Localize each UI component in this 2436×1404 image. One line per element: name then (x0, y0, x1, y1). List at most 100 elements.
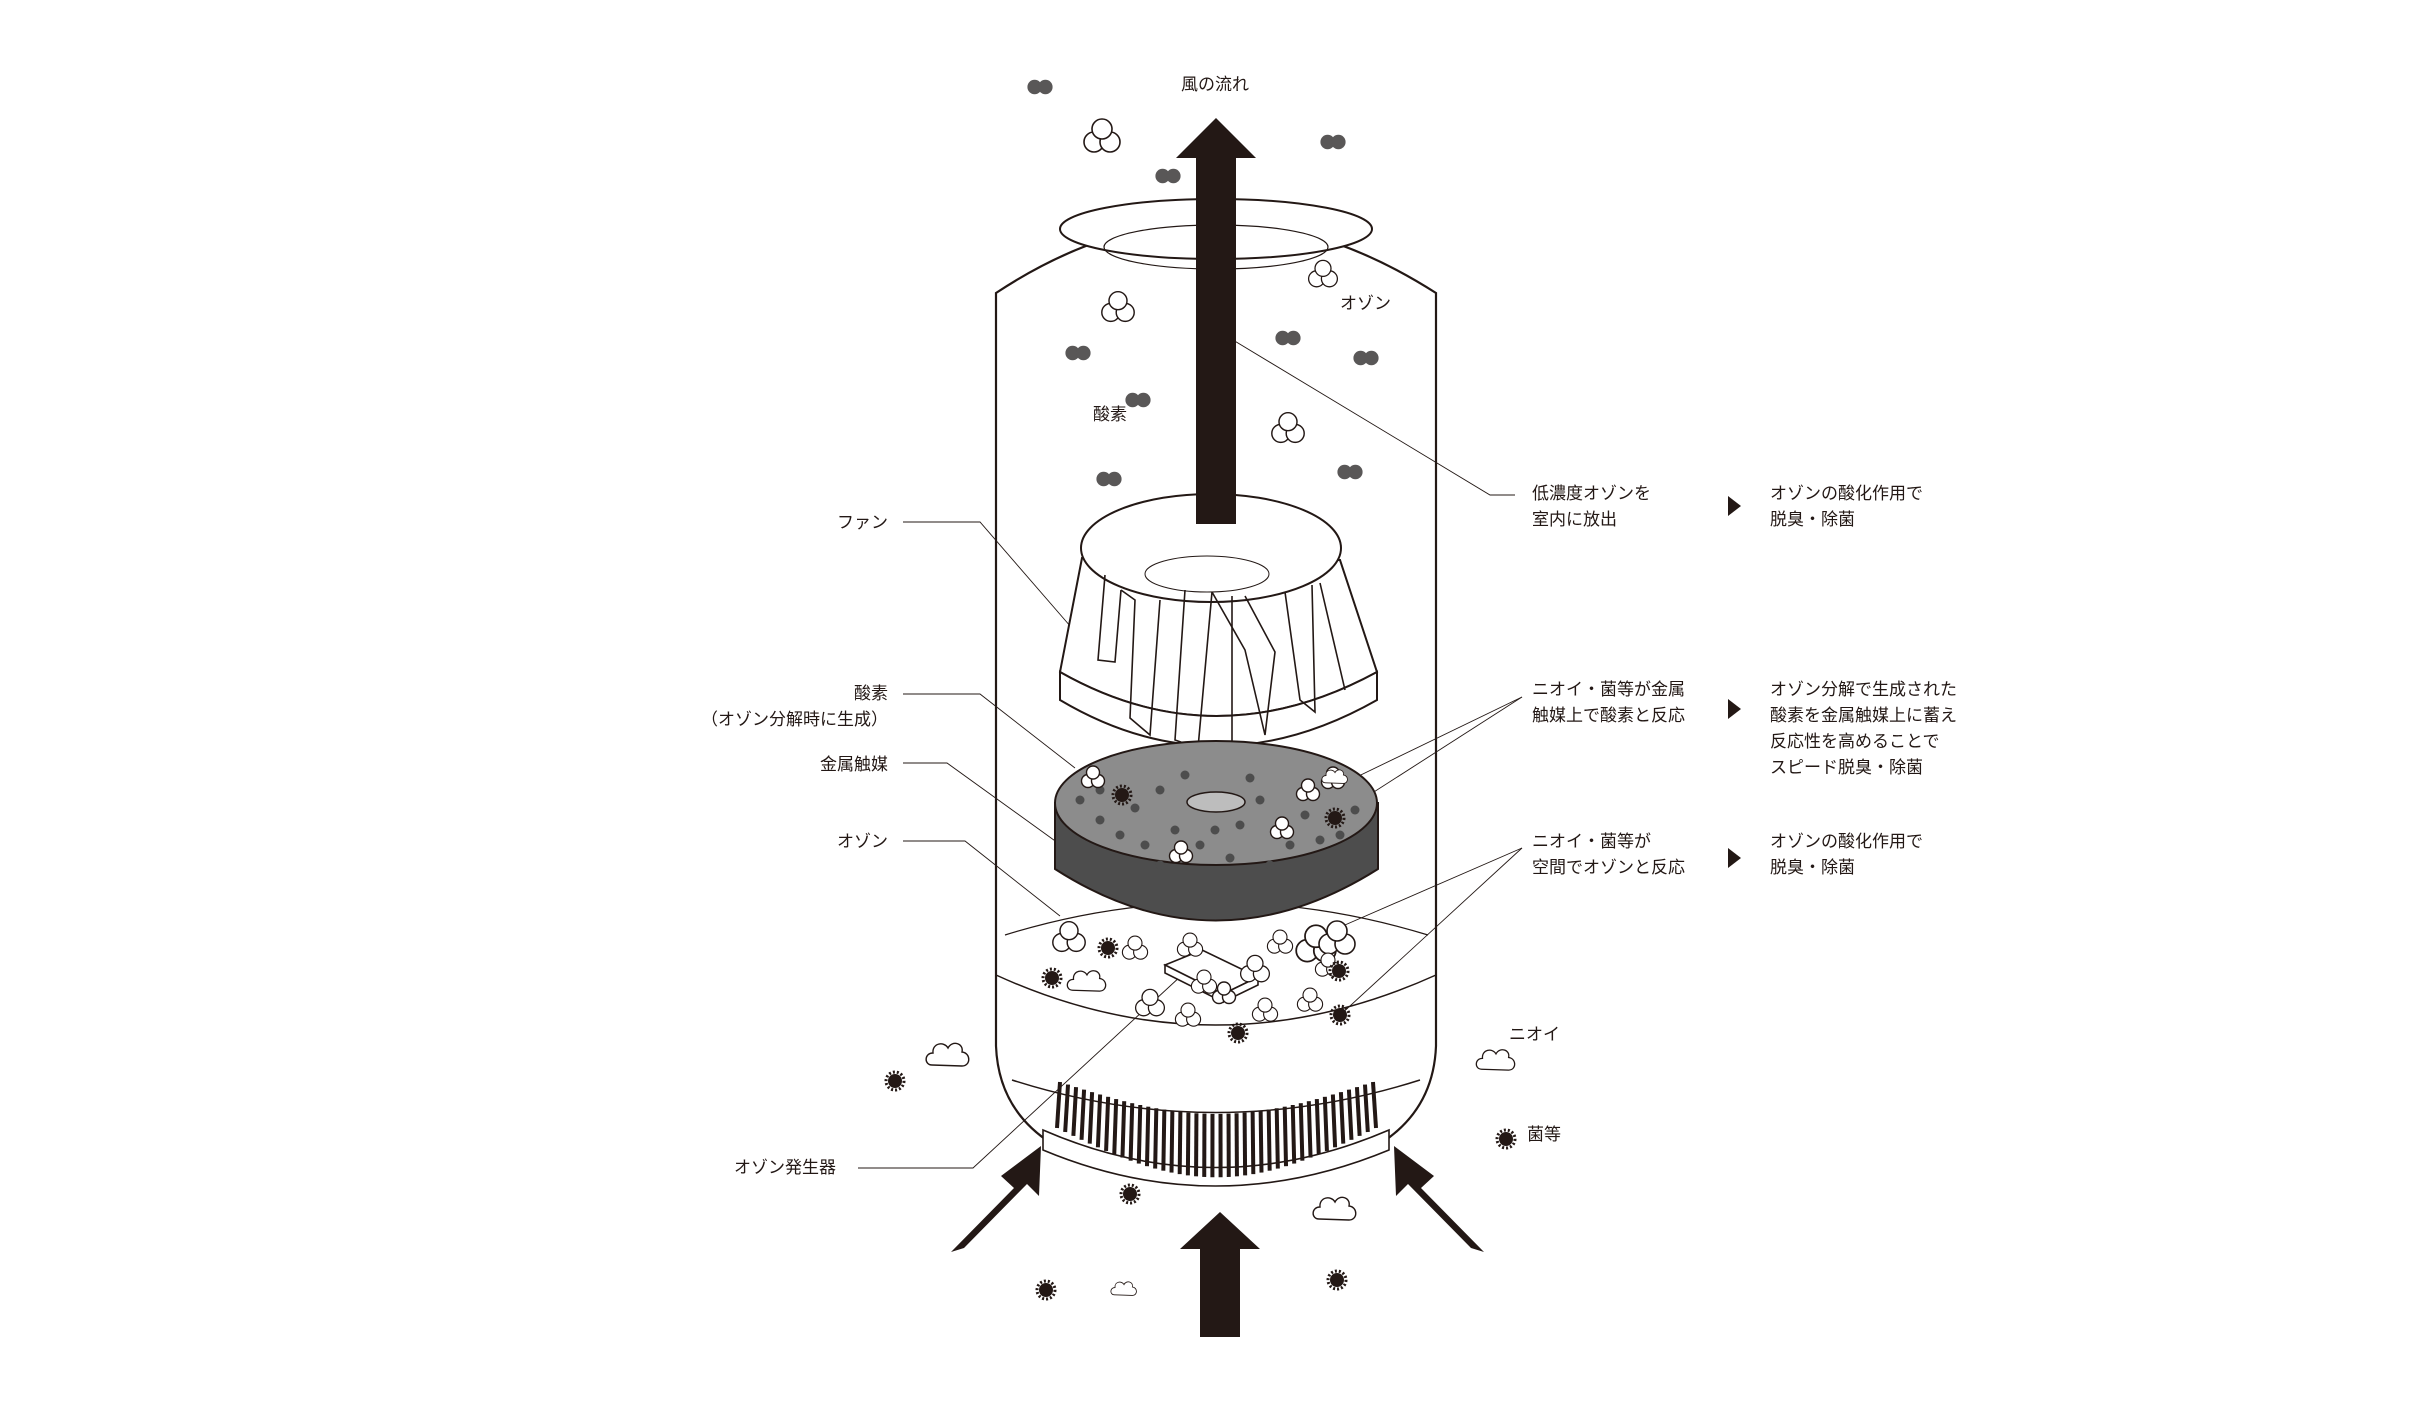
annotation-line: 空間でオゾンと反応 (1532, 855, 1685, 881)
bacteria-icon (1497, 1130, 1515, 1148)
vent-slit (1106, 1097, 1108, 1151)
catalyst-speck (1156, 861, 1165, 870)
fan-illustration (1060, 494, 1377, 748)
odor-cloud-icon (1111, 1282, 1137, 1296)
bacteria-icon (1121, 1185, 1139, 1203)
vent-slit (1269, 1110, 1270, 1171)
annotation-line: 反応性を高めることで (1770, 729, 1957, 755)
vent-slit (1373, 1082, 1376, 1128)
catalyst-speck (1316, 836, 1325, 845)
annotation-line: オゾンの酸化作用で (1770, 481, 1923, 507)
catalyst-speck (1096, 816, 1105, 825)
annotation-line: 室内に放出 (1532, 507, 1651, 533)
vent-slit (1301, 1103, 1303, 1161)
triangle-right-icon (1728, 496, 1741, 868)
catalyst-speck (1336, 831, 1345, 840)
oxygen-molecule-icon (1155, 169, 1180, 183)
vent-slit (1090, 1092, 1092, 1144)
annotation-1-result: オゾンの酸化作用で 脱臭・除菌 (1770, 481, 1923, 533)
ozone-molecule-icon (1053, 922, 1085, 952)
ozone-molecule-icon (1252, 998, 1277, 1021)
odor-cloud-icon (1313, 1197, 1356, 1220)
ozone-molecule-icon (1102, 292, 1134, 322)
oxygen-molecule-icon (1096, 472, 1121, 486)
oxygen-label-top: 酸素 (1093, 402, 1127, 428)
airflow-label: 風の流れ (1181, 72, 1249, 98)
catalyst-speck (1181, 771, 1190, 780)
catalyst-speck (1226, 854, 1235, 863)
vent-slit (1293, 1105, 1294, 1164)
vent-slit (1285, 1107, 1286, 1166)
ozone-label-side: オゾン (837, 829, 888, 855)
bacteria-icon (1331, 1006, 1349, 1024)
catalyst-speck (1171, 826, 1180, 835)
vent-slit (1139, 1105, 1140, 1164)
oxygen-label-side: 酸素 （オゾン分解時に生成） (701, 681, 888, 733)
catalyst-speck (1301, 811, 1310, 820)
annotation-3-reason: ニオイ・菌等が 空間でオゾンと反応 (1532, 829, 1685, 881)
ozone-molecule-icon (1267, 930, 1292, 953)
annotation-3-result: オゾンの酸化作用で 脱臭・除菌 (1770, 829, 1923, 881)
bacteria-icon (1037, 1281, 1055, 1299)
fan-label: ファン (837, 510, 888, 536)
ozone-molecule-icon (1175, 1003, 1200, 1026)
catalyst-speck (1131, 804, 1140, 813)
vent-slit (1365, 1085, 1368, 1132)
catalyst-speck (1266, 861, 1275, 870)
ozone-molecule-icon (1177, 933, 1202, 956)
annotation-line: 酸素を金属触媒上に蓄え (1770, 703, 1957, 729)
odor-cloud-icon (1067, 971, 1105, 991)
vent-slit (1073, 1087, 1076, 1136)
ozone-molecule-icon (1319, 921, 1355, 954)
catalyst-speck (1351, 806, 1360, 815)
vent-slit (1122, 1101, 1124, 1157)
oxygen-molecule-icon (1353, 351, 1378, 365)
vent-slit (1317, 1099, 1319, 1154)
vent-slit (1172, 1111, 1173, 1173)
vent-slit (1357, 1087, 1360, 1136)
catalyst-speck (1211, 826, 1220, 835)
oxygen-molecule-icon (1337, 465, 1362, 479)
vent-slit (1349, 1090, 1352, 1140)
generator-label: オゾン発生器 (734, 1155, 836, 1181)
oxygen-side-note: （オゾン分解時に生成） (701, 707, 888, 733)
catalyst-speck (1196, 841, 1205, 850)
catalyst-speck (1156, 786, 1165, 795)
catalyst-label: 金属触媒 (820, 752, 888, 778)
bacteria-icon (886, 1072, 904, 1090)
ozone-molecule-icon (1122, 936, 1147, 959)
annotation-2-reason: ニオイ・菌等が金属 触媒上で酸素と反応 (1532, 677, 1685, 729)
annotation-line: ニオイ・菌等が金属 (1532, 677, 1685, 703)
vent-slit (1098, 1095, 1100, 1148)
bacteria-icon (1099, 939, 1117, 957)
ozone-molecule-icon (1241, 955, 1270, 981)
vent-slit (1082, 1090, 1085, 1140)
catalyst-speck (1236, 821, 1245, 830)
annotation-line: 触媒上で酸素と反応 (1532, 703, 1685, 729)
vent-slit (1309, 1101, 1311, 1157)
annotation-1-reason: 低濃度オゾンを 室内に放出 (1532, 481, 1651, 533)
ozone-molecule-icon (1272, 413, 1304, 443)
odor-cloud-icon (926, 1043, 969, 1066)
vent-slit (1180, 1112, 1181, 1174)
vent-slit (1114, 1099, 1116, 1154)
ozone-molecule-icon (1084, 119, 1120, 152)
vent-slit (1261, 1111, 1262, 1173)
bacteria-label: 菌等 (1527, 1122, 1561, 1148)
oxygen-molecule-icon (1027, 80, 1052, 94)
vent-slit (1277, 1108, 1278, 1168)
catalyst-speck (1141, 841, 1150, 850)
annotation-line: オゾンの酸化作用で (1770, 829, 1923, 855)
oxygen-side-title: 酸素 (701, 681, 888, 707)
catalyst-speck (1246, 774, 1255, 783)
ozone-molecule-icon (1136, 989, 1165, 1015)
vent-slit (1155, 1108, 1156, 1168)
ozone-molecule-icon (1309, 260, 1338, 286)
annotation-line: オゾン分解で生成された (1770, 677, 1957, 703)
vent-slit (1325, 1097, 1327, 1151)
ozone-label-top: オゾン (1340, 291, 1391, 317)
odor-cloud-icon (1476, 1050, 1514, 1070)
oxygen-molecule-icon (1320, 135, 1345, 149)
vent-slit (1253, 1112, 1254, 1174)
